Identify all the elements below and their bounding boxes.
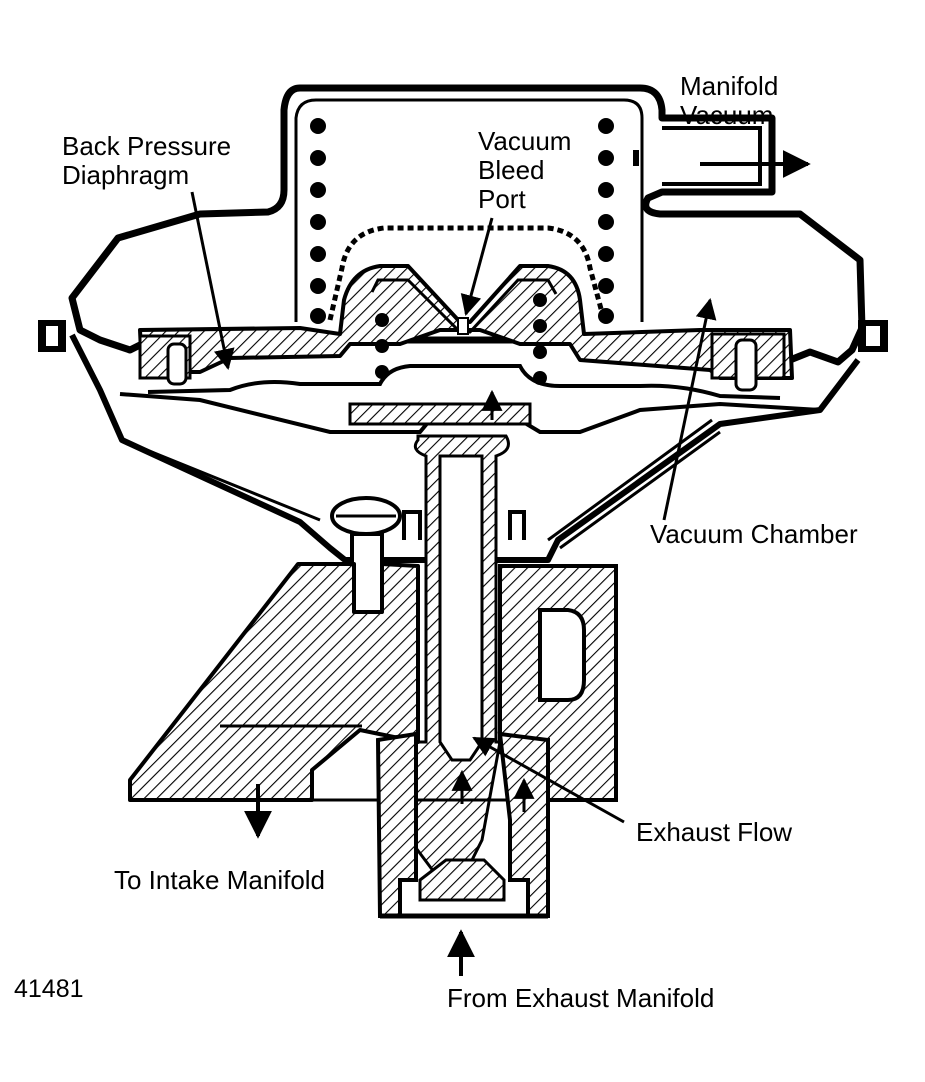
exhaust-flow-leader xyxy=(472,736,625,824)
flange-clamp-left-slot xyxy=(46,326,58,346)
stem-guide-housing xyxy=(402,510,526,540)
outlet-slot xyxy=(633,150,639,166)
vacuum-bleed-port-hole xyxy=(457,317,469,335)
back-pressure-diaphragm xyxy=(147,364,781,400)
label-manifold-vacuum-line1: Manifold xyxy=(680,71,779,101)
screw-shank xyxy=(350,532,384,614)
lower-housing-inner xyxy=(121,418,721,550)
label-vacuum-bleed-line3: Port xyxy=(478,184,526,214)
dome-inner-wall xyxy=(294,98,644,322)
back-pressure-leader xyxy=(190,191,235,371)
stem-washer xyxy=(348,402,532,426)
label-to-intake-manifold: To Intake Manifold xyxy=(114,865,326,895)
label-from-exhaust-manifold: From Exhaust Manifold xyxy=(447,983,715,1013)
vacuum-outlet-tube xyxy=(662,126,762,186)
valve-stem-bore xyxy=(438,454,484,762)
base-pocket xyxy=(538,608,586,702)
label-back-pressure-line1: Back Pressure xyxy=(62,131,232,161)
label-exhaust-flow: Exhaust Flow xyxy=(636,817,793,847)
label-manifold-vacuum-line2: Vacuum xyxy=(680,100,774,130)
valve-seat-body-right xyxy=(497,731,550,918)
flange-clamp-right-slot xyxy=(866,326,880,346)
label-vacuum-bleed-line2: Bleed xyxy=(478,155,545,185)
upper-housing xyxy=(68,84,866,366)
label-vacuum-bleed-port: Vacuum Bleed Port xyxy=(478,127,571,214)
right-seal-plug xyxy=(734,338,758,392)
label-vacuum-bleed-line1: Vacuum xyxy=(478,126,572,156)
label-manifold-vacuum: Manifold Vacuum xyxy=(680,72,778,130)
figure-number: 41481 xyxy=(14,975,84,1003)
label-vacuum-chamber: Vacuum Chamber xyxy=(650,519,858,549)
valve-seat-body xyxy=(375,731,418,918)
vacuum-chamber-leader xyxy=(662,297,717,521)
vacuum-bleed-leader xyxy=(460,217,494,317)
pintle xyxy=(418,858,506,902)
label-back-pressure-line2: Diaphragm xyxy=(62,160,190,190)
left-seal-plug xyxy=(166,342,188,386)
main-spring xyxy=(310,118,614,324)
label-back-pressure-diaphragm: Back Pressure Diaphragm xyxy=(62,132,231,190)
lower-housing xyxy=(69,333,861,563)
